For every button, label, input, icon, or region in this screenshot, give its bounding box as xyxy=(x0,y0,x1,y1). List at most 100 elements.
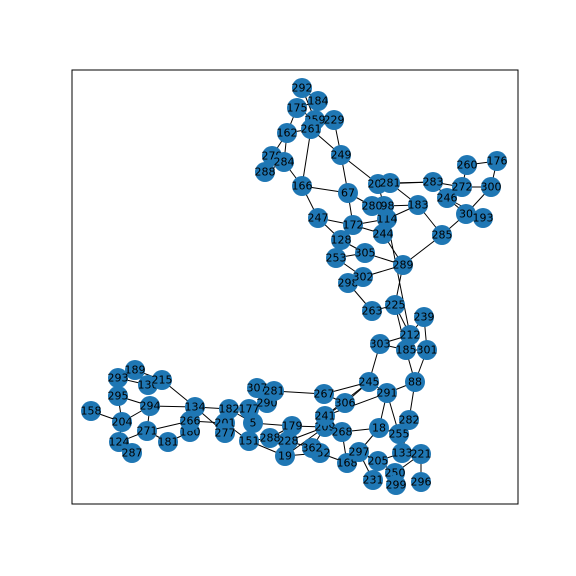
node-label: 5 xyxy=(250,417,257,430)
node-label: 268 xyxy=(332,426,353,439)
graph-node: 293 xyxy=(108,368,129,388)
node-label: 166 xyxy=(292,180,313,193)
graph-node: 212 xyxy=(400,325,421,345)
graph-node: 307 xyxy=(247,378,268,398)
graph-edge xyxy=(324,392,388,417)
node-circle xyxy=(335,393,355,413)
node-circle xyxy=(487,151,507,171)
node-circle xyxy=(239,431,259,451)
node-circle xyxy=(452,177,472,197)
graph-node: 281 xyxy=(264,381,285,401)
graph-node: 88 xyxy=(405,372,425,392)
graph-node: 30 xyxy=(456,204,476,224)
node-circle xyxy=(408,195,428,215)
node-circle xyxy=(377,383,397,403)
node-label: 193 xyxy=(473,212,494,225)
node-label: 299 xyxy=(386,479,407,492)
graph-node: 221 xyxy=(411,444,432,464)
graph-node: 288 xyxy=(255,162,276,182)
node-label: 229 xyxy=(324,114,345,127)
node-label: 298 xyxy=(338,277,359,290)
plot-frame xyxy=(71,69,519,505)
node-label: 277 xyxy=(215,427,236,440)
node-circle xyxy=(473,208,493,228)
graph-node: 303 xyxy=(370,334,391,354)
graph-node: 294 xyxy=(140,396,161,416)
node-circle xyxy=(122,443,142,463)
node-circle xyxy=(373,224,393,244)
node-circle xyxy=(215,423,235,443)
graph-node: 306 xyxy=(335,393,356,413)
node-label: 281 xyxy=(264,385,285,398)
node-label: 260 xyxy=(457,159,478,172)
graph-node: 253 xyxy=(326,248,347,268)
node-circle xyxy=(292,78,312,98)
node-circle xyxy=(338,183,358,203)
node-circle xyxy=(260,428,280,448)
node-label: 284 xyxy=(274,156,295,169)
node-label: 205 xyxy=(368,455,389,468)
graph-node: 244 xyxy=(373,224,394,244)
node-label: 177 xyxy=(239,403,260,416)
node-circle xyxy=(282,416,302,436)
node-label: 162 xyxy=(277,127,298,140)
node-circle xyxy=(287,98,307,118)
node-label: 301 xyxy=(417,344,438,357)
node-circle xyxy=(332,422,352,442)
node-circle xyxy=(277,123,297,143)
node-label: 282 xyxy=(399,414,420,427)
graph-node: 166 xyxy=(292,176,313,196)
graph-node: 300 xyxy=(481,177,502,197)
node-label: 176 xyxy=(487,155,508,168)
graph-node: 225 xyxy=(385,295,406,315)
graph-node: 241 xyxy=(315,406,336,426)
node-label: 292 xyxy=(292,82,313,95)
node-label: 306 xyxy=(335,397,356,410)
graph-node: 179 xyxy=(282,416,303,436)
node-circle xyxy=(302,438,322,458)
node-label: 362 xyxy=(302,442,323,455)
graph-node: 204 xyxy=(112,412,133,432)
graph-node: 296 xyxy=(411,472,432,492)
node-label: 189 xyxy=(125,364,146,377)
node-circle xyxy=(423,172,443,192)
node-circle xyxy=(411,472,431,492)
node-label: 181 xyxy=(158,436,179,449)
graph-node: 18 xyxy=(369,418,389,438)
node-label: 288 xyxy=(260,432,281,445)
node-label: 293 xyxy=(108,372,129,385)
graph-node: 277 xyxy=(215,423,236,443)
node-circle xyxy=(264,381,284,401)
node-circle xyxy=(81,401,101,421)
node-label: 302 xyxy=(353,271,374,284)
node-circle xyxy=(432,225,452,245)
graph-node: 239 xyxy=(414,307,435,327)
node-label: 124 xyxy=(109,436,130,449)
node-circle xyxy=(137,421,157,441)
node-label: 285 xyxy=(432,229,453,242)
graph-node: 177 xyxy=(239,399,260,419)
graph-node: 247 xyxy=(308,208,329,228)
node-circle xyxy=(278,431,298,451)
node-label: 266 xyxy=(180,415,201,428)
node-label: 283 xyxy=(423,176,444,189)
graph-node: 288 xyxy=(260,428,281,448)
graph-node: 362 xyxy=(302,438,323,458)
node-circle xyxy=(112,412,132,432)
node-circle xyxy=(456,204,476,224)
node-label: 253 xyxy=(326,252,347,265)
graph-node: 284 xyxy=(274,152,295,172)
graph-node: 289 xyxy=(393,255,414,275)
node-circle xyxy=(247,378,267,398)
node-label: 247 xyxy=(308,212,329,225)
node-label: 183 xyxy=(408,199,429,212)
node-label: 297 xyxy=(349,446,370,459)
node-label: 184 xyxy=(308,95,329,108)
node-circle xyxy=(152,370,172,390)
node-circle xyxy=(385,295,405,315)
graph-node: 295 xyxy=(108,386,129,406)
node-circle xyxy=(331,230,351,250)
node-circle xyxy=(301,119,321,139)
node-circle xyxy=(349,442,369,462)
